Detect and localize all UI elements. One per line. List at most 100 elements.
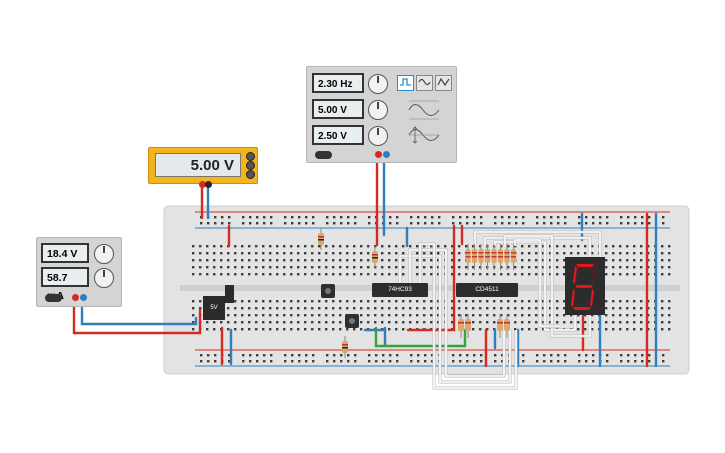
hole [451, 273, 454, 276]
hole [360, 259, 363, 262]
hole [416, 273, 419, 276]
hole [528, 321, 531, 324]
hole [451, 266, 454, 269]
rail-hole [550, 216, 553, 219]
rail-hole [333, 360, 336, 363]
rail-hole [382, 360, 385, 363]
offset-wave-icon [408, 126, 440, 144]
hole [668, 307, 671, 310]
hole [318, 259, 321, 262]
rail-hole [340, 354, 343, 357]
mm-jack-com[interactable] [246, 161, 255, 170]
rail-hole [480, 216, 483, 219]
rail-hole [466, 360, 469, 363]
hole [605, 266, 608, 269]
offset-knob-icon[interactable] [368, 126, 388, 146]
hole [290, 300, 293, 303]
hole [346, 300, 349, 303]
rail-hole [515, 222, 518, 225]
rail-hole [312, 222, 315, 225]
hole [570, 252, 573, 255]
hole [486, 314, 489, 317]
hole [234, 266, 237, 269]
rail-hole [228, 222, 231, 225]
frequency-knob-icon[interactable] [368, 74, 388, 94]
triangle-wave-icon [418, 78, 431, 86]
hole [514, 328, 517, 331]
rail-hole [662, 354, 665, 357]
rail-hole [627, 360, 630, 363]
hole [262, 259, 265, 262]
fg-power-switch[interactable] [315, 151, 332, 159]
psu-negative-terminal[interactable] [80, 294, 87, 301]
rail-hole [585, 360, 588, 363]
hole [297, 266, 300, 269]
hole [437, 314, 440, 317]
fg-positive-terminal[interactable] [375, 151, 382, 158]
rail-hole [564, 222, 567, 225]
rail-hole [473, 222, 476, 225]
hole [640, 252, 643, 255]
mm-jack-v[interactable] [246, 170, 255, 179]
hole [563, 300, 566, 303]
hole [591, 252, 594, 255]
hole [262, 314, 265, 317]
hole [220, 245, 223, 248]
hole [437, 266, 440, 269]
fg-negative-terminal[interactable] [383, 151, 390, 158]
hole [192, 252, 195, 255]
hole [325, 314, 328, 317]
hole [451, 259, 454, 262]
current-knob-icon[interactable] [94, 268, 114, 288]
rail-hole [410, 354, 413, 357]
push-button[interactable] [345, 314, 359, 328]
rail-hole [578, 222, 581, 225]
resistor [318, 228, 324, 250]
hole [360, 300, 363, 303]
rail-hole [242, 360, 245, 363]
hole [619, 321, 622, 324]
hole [500, 273, 503, 276]
voltage-display: 18.4 V [41, 243, 89, 263]
psu-positive-terminal[interactable] [72, 294, 79, 301]
mm-red-probe[interactable] [199, 181, 206, 188]
rail-hole [494, 216, 497, 219]
rail-hole [228, 360, 231, 363]
hole [430, 300, 433, 303]
hole [381, 252, 384, 255]
hole [339, 266, 342, 269]
sine-wave-button[interactable] [435, 75, 452, 91]
rail-hole [375, 354, 378, 357]
psu-power-switch[interactable] [45, 294, 62, 302]
psu-blue-wire [80, 296, 198, 326]
rail-hole [501, 354, 504, 357]
hole [213, 328, 216, 331]
hole [192, 259, 195, 262]
rail-hole [431, 354, 434, 357]
hole [640, 307, 643, 310]
voltage-knob-icon[interactable] [94, 244, 114, 264]
square-wave-button[interactable] [397, 75, 414, 91]
push-button[interactable] [321, 284, 335, 298]
hole [549, 307, 552, 310]
hole [318, 328, 321, 331]
hole [297, 321, 300, 324]
mm-jack-a[interactable] [246, 152, 255, 161]
hole [262, 252, 265, 255]
hole [528, 328, 531, 331]
hole [262, 266, 265, 269]
amplitude-knob-icon[interactable] [368, 100, 388, 120]
triangle-wave-button[interactable] [416, 75, 433, 91]
hole [619, 245, 622, 248]
rail-hole [410, 222, 413, 225]
rail-hole [242, 222, 245, 225]
hole [465, 245, 468, 248]
mm-black-probe[interactable] [205, 181, 212, 188]
rail-hole [375, 360, 378, 363]
hole [234, 259, 237, 262]
rail-hole [508, 216, 511, 219]
hole [381, 266, 384, 269]
hole [472, 321, 475, 324]
hole [542, 259, 545, 262]
hole [199, 300, 202, 303]
